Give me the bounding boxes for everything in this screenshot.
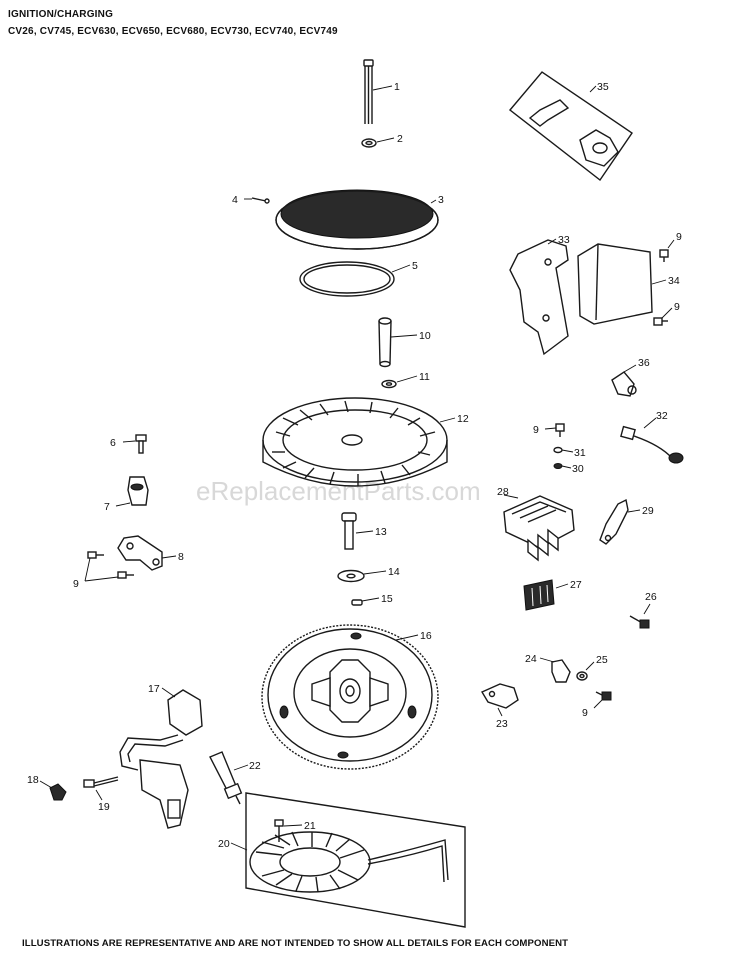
callout-9-left: 9 xyxy=(73,578,79,590)
callout-1: 1 xyxy=(394,81,400,93)
part-33-bracket-plate[interactable] xyxy=(509,239,569,356)
callout-8: 8 xyxy=(178,551,184,563)
part-11-washer[interactable] xyxy=(381,379,397,389)
part-10-spacer[interactable] xyxy=(378,317,392,368)
callout-3: 3 xyxy=(438,194,444,206)
callout-36: 36 xyxy=(638,357,650,369)
callout-27: 27 xyxy=(570,579,582,591)
model-list: CV26, CV745, ECV630, ECV650, ECV680, ECV… xyxy=(8,26,338,37)
callout-18: 18 xyxy=(27,774,39,786)
part-9-screw-left-a[interactable] xyxy=(87,551,104,559)
callout-35: 35 xyxy=(597,81,609,93)
part-9-screw-left-b[interactable] xyxy=(117,571,134,579)
part-23-clip[interactable] xyxy=(480,683,519,709)
callout-12: 12 xyxy=(457,413,469,425)
callout-26: 26 xyxy=(645,591,657,603)
part-19-screw[interactable] xyxy=(83,776,119,788)
callout-21: 21 xyxy=(304,820,316,832)
callout-11: 11 xyxy=(419,371,430,383)
part-36-connector[interactable] xyxy=(611,371,637,397)
part-28-rectifier-regulator[interactable] xyxy=(503,495,575,562)
callout-34: 34 xyxy=(668,275,680,287)
callout-5: 5 xyxy=(412,260,418,272)
part-32-wire-terminal[interactable] xyxy=(620,425,684,464)
callout-32: 32 xyxy=(656,410,668,422)
part-9-screw-lower[interactable] xyxy=(595,691,612,701)
callout-22: 22 xyxy=(249,760,261,772)
part-1-bolt[interactable] xyxy=(363,59,374,124)
callout-30: 30 xyxy=(572,463,584,475)
callout-29: 29 xyxy=(642,505,654,517)
callout-4: 4 xyxy=(232,194,238,206)
part-26-screw[interactable] xyxy=(629,615,650,629)
part-9-screw-upper-a[interactable] xyxy=(659,249,669,262)
callout-13: 13 xyxy=(375,526,387,538)
part-3-grass-screen[interactable] xyxy=(275,189,439,250)
part-4-screw[interactable] xyxy=(251,197,270,204)
part-27-heat-sink[interactable] xyxy=(523,579,555,611)
callout-15: 15 xyxy=(381,593,393,605)
part-8-bracket[interactable] xyxy=(117,535,163,571)
callout-9-mid: 9 xyxy=(533,424,539,436)
callout-31: 31 xyxy=(574,447,586,459)
diagram-title: IGNITION/CHARGING xyxy=(8,9,114,20)
part-9-screw-mid[interactable] xyxy=(555,423,565,437)
callout-2: 2 xyxy=(397,133,403,145)
callout-25: 25 xyxy=(596,654,608,666)
callout-28: 28 xyxy=(497,486,509,498)
part-18-clip[interactable] xyxy=(49,783,67,801)
callout-6: 6 xyxy=(110,437,116,449)
part-7-sensor[interactable] xyxy=(127,476,149,506)
callout-14: 14 xyxy=(388,566,400,578)
part-35-kit[interactable] xyxy=(508,71,633,182)
part-13-flywheel-bolt[interactable] xyxy=(341,512,357,550)
part-9-screw-upper-b[interactable] xyxy=(653,317,668,326)
callout-23: 23 xyxy=(496,718,508,730)
callout-7: 7 xyxy=(104,501,110,513)
callout-17: 17 xyxy=(148,683,160,695)
part-22-spark-plug[interactable] xyxy=(209,751,243,805)
callout-9-upper-a: 9 xyxy=(676,231,682,243)
callout-9-upper-b: 9 xyxy=(674,301,680,313)
part-20-stator[interactable] xyxy=(245,792,466,928)
callout-33: 33 xyxy=(558,234,570,246)
callout-9-lower: 9 xyxy=(582,707,588,719)
part-17-ignition-module[interactable] xyxy=(119,689,203,829)
part-16-flywheel[interactable] xyxy=(261,624,439,770)
part-12-fan[interactable] xyxy=(262,397,448,487)
callout-10: 10 xyxy=(419,330,431,342)
part-21-stator-screw[interactable] xyxy=(274,819,284,842)
part-24-clamp[interactable] xyxy=(551,659,571,683)
callout-19: 19 xyxy=(98,801,110,813)
callout-24: 24 xyxy=(525,653,537,665)
part-15-key[interactable] xyxy=(351,599,363,606)
callout-20: 20 xyxy=(218,838,230,850)
part-14-washer[interactable] xyxy=(337,569,365,583)
part-34-module[interactable] xyxy=(577,243,653,325)
part-5-retainer-ring[interactable] xyxy=(299,261,395,297)
part-2-nut[interactable] xyxy=(361,138,377,148)
part-31-washer[interactable] xyxy=(553,446,563,454)
part-29-bracket[interactable] xyxy=(599,498,629,545)
part-30-nut[interactable] xyxy=(553,463,563,469)
part-25-nut[interactable] xyxy=(576,671,588,681)
disclaimer-footer: ILLUSTRATIONS ARE REPRESENTATIVE AND ARE… xyxy=(22,938,569,949)
part-6-screw[interactable] xyxy=(135,434,147,454)
callout-16: 16 xyxy=(420,630,432,642)
